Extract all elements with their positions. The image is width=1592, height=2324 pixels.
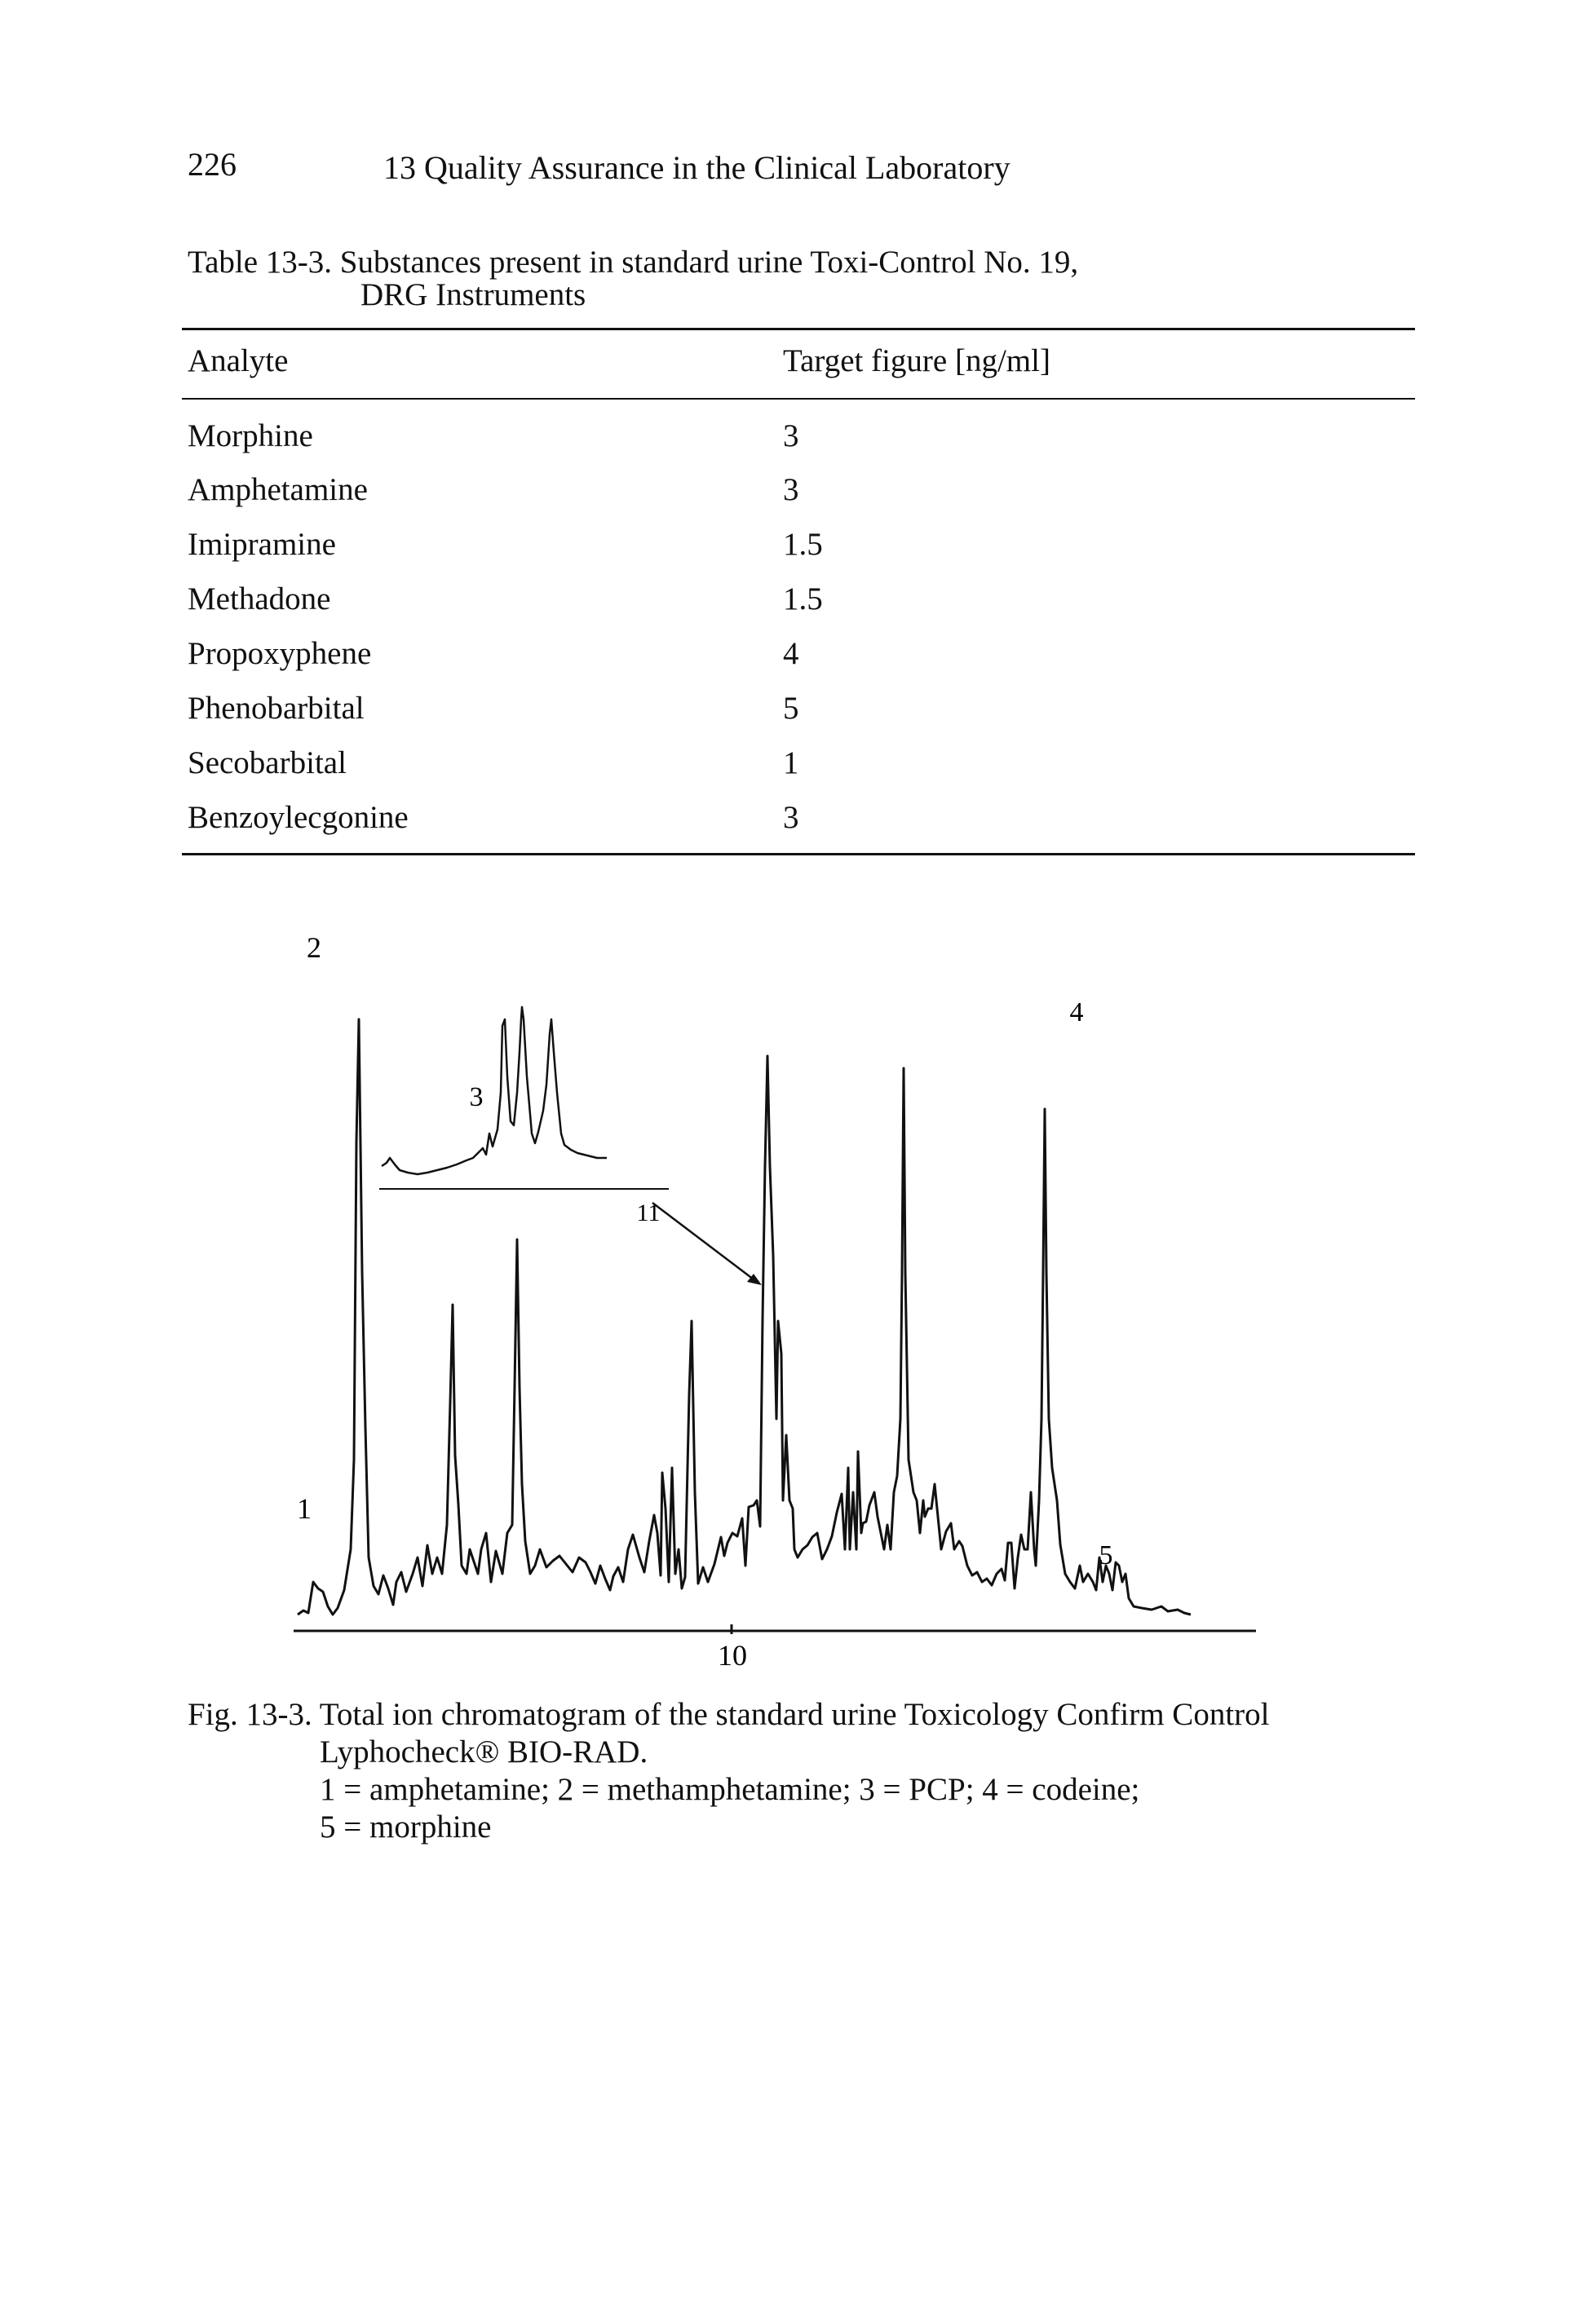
peak-label: 4 (1070, 997, 1084, 1027)
table-header-analyte: Analyte (188, 343, 289, 378)
table-top-rule (182, 328, 1415, 330)
peak-label: 2 (307, 931, 321, 964)
table-cell-value: 1.5 (783, 581, 823, 616)
peak-label: 1 (297, 1492, 312, 1525)
chromatogram-figure: 2 1 3 4 5 11 10 (294, 931, 1256, 1672)
axis-tick-label: 10 (718, 1639, 747, 1672)
table-cell-value: 4 (783, 636, 799, 671)
inset-trace (381, 1005, 607, 1176)
figure-caption-line4: 5 = morphine (320, 1809, 492, 1845)
table-cell-value: 3 (783, 472, 799, 507)
table-header-rule (182, 398, 1415, 400)
table-caption: Table 13-3. Substances present in standa… (188, 246, 1078, 311)
figure-caption-line2: Lyphocheck® BIO-RAD. (320, 1734, 648, 1770)
table-cell-analyte: Benzoylecgonine (188, 800, 409, 835)
table-cell-analyte: Phenobarbital (188, 691, 365, 726)
table-cell-value: 3 (783, 418, 799, 453)
table-cell-value: 5 (783, 691, 799, 726)
table-cell-analyte: Propoxyphene (188, 636, 372, 671)
chromatogram-trace (297, 1018, 1192, 1616)
table-cell-analyte: Secobarbital (188, 745, 347, 780)
peak-label: 3 (470, 1082, 484, 1112)
table-bottom-rule (182, 853, 1415, 855)
table-cell-value: 3 (783, 800, 799, 835)
table-cell-value: 1 (783, 745, 799, 780)
table-cell-value: 1.5 (783, 527, 823, 562)
table-caption-line1: Table 13-3. Substances present in standa… (188, 245, 1079, 280)
page-number: 226 (188, 146, 237, 183)
running-title: 13 Quality Assurance in the Clinical Lab… (383, 149, 1010, 186)
table-cell-analyte: Amphetamine (188, 472, 368, 507)
figure-caption: Fig. 13-3. Total ion chromatogram of the… (188, 1696, 1269, 1846)
table-cell-analyte: Methadone (188, 581, 331, 616)
table-caption-line2: DRG Instruments (360, 277, 586, 312)
table-cell-analyte: Imipramine (188, 527, 336, 562)
table-header-target: Target figure [ng/ml] (783, 343, 1050, 378)
pointer-arrow (652, 1202, 758, 1283)
inset-tick-label: 11 (637, 1200, 661, 1226)
figure-caption-line1: Fig. 13-3. Total ion chromatogram of the… (188, 1697, 1270, 1732)
peak-label: 5 (1099, 1540, 1113, 1571)
arrow-head (747, 1274, 762, 1285)
figure-caption-line3: 1 = amphetamine; 2 = methamphetamine; 3 … (320, 1772, 1140, 1807)
table-cell-analyte: Morphine (188, 418, 313, 453)
